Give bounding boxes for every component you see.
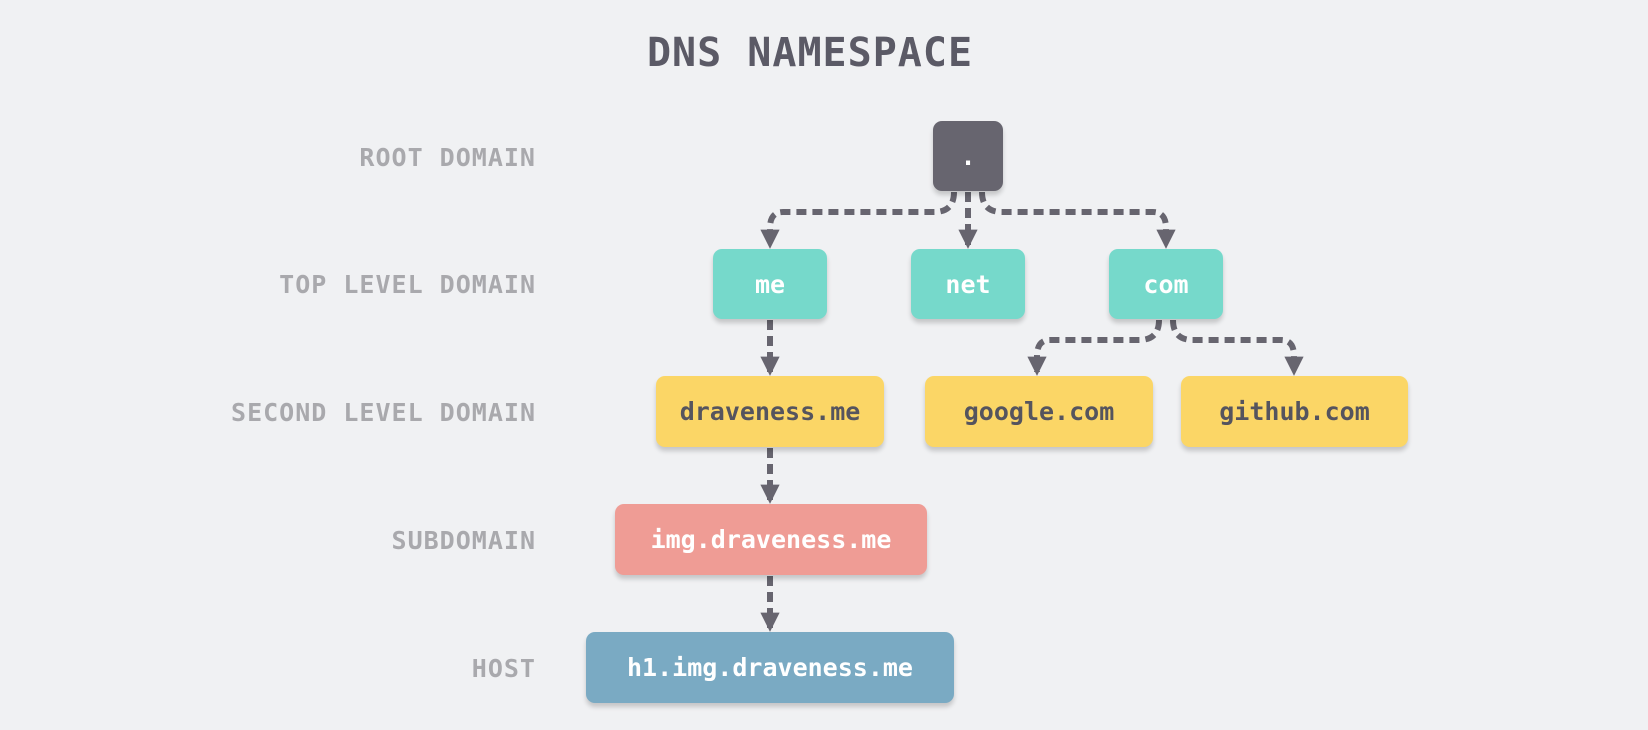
edge-root-me [760, 191, 957, 249]
diagram-title: DNS NAMESPACE [646, 30, 974, 76]
level-label-sld: SECOND LEVEL DOMAIN [231, 398, 536, 427]
node-host-h1: h1.img.draveness.me [586, 632, 954, 703]
level-label-host: HOST [471, 654, 536, 683]
edge-com-github [1170, 319, 1304, 376]
edge-com-google [1027, 319, 1162, 376]
node-tld-com: com [1109, 249, 1223, 319]
node-tld-me: me [713, 249, 827, 319]
node-sld-google: google.com [925, 376, 1153, 447]
edge-root-com [979, 191, 1176, 249]
level-label-tld: TOP LEVEL DOMAIN [279, 270, 536, 299]
level-label-root: ROOT DOMAIN [359, 143, 536, 172]
node-sld-draveness: draveness.me [656, 376, 884, 447]
node-sld-github: github.com [1181, 376, 1408, 447]
node-tld-net: net [911, 249, 1025, 319]
node-subdomain-img: img.draveness.me [615, 504, 927, 575]
node-root: . [933, 121, 1003, 191]
level-label-subdomain: SUBDOMAIN [391, 526, 536, 555]
